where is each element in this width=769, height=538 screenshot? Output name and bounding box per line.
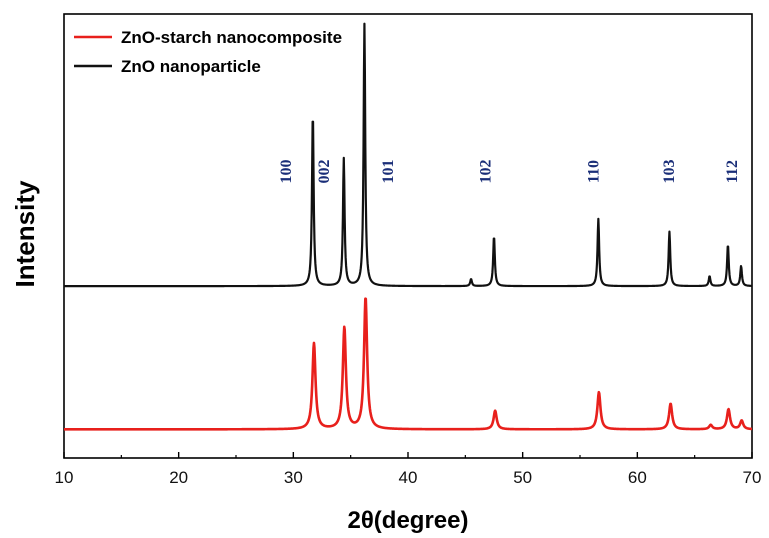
x-tick-label-50: 50 [513,468,532,487]
legend-label-zno-starch: ZnO-starch nanocomposite [121,28,342,47]
x-tick-label-30: 30 [284,468,303,487]
x-tick-label-20: 20 [169,468,188,487]
plot-frame [63,13,753,459]
legend: ZnO-starch nanocomposite ZnO nanoparticl… [74,28,342,76]
peak-label-103: 103 [661,160,678,184]
peak-label-100: 100 [278,160,295,184]
series-layer [63,22,753,431]
y-axis-title: Intensity [10,180,40,287]
x-tick-label-40: 40 [399,468,418,487]
peak-label-102: 102 [478,160,495,184]
peak-label-110: 110 [585,160,602,183]
peak-label-002: 002 [316,160,333,184]
peak-annotations: 100 002 101 102 110 103 112 [278,160,741,184]
peak-label-112: 112 [724,160,741,183]
series-zno-nanoparticle-line [63,22,753,288]
legend-label-zno-nanoparticle: ZnO nanoparticle [121,57,261,76]
peak-label-101: 101 [380,160,397,184]
x-tick-label-60: 60 [628,468,647,487]
series-zno-starch-line [63,297,753,431]
x-tick-label-70: 70 [743,468,762,487]
x-tick-label-10: 10 [55,468,74,487]
x-axis-ticks: 10 20 30 40 50 60 70 [55,452,762,487]
x-axis-title: 2θ(degree) [347,507,468,534]
